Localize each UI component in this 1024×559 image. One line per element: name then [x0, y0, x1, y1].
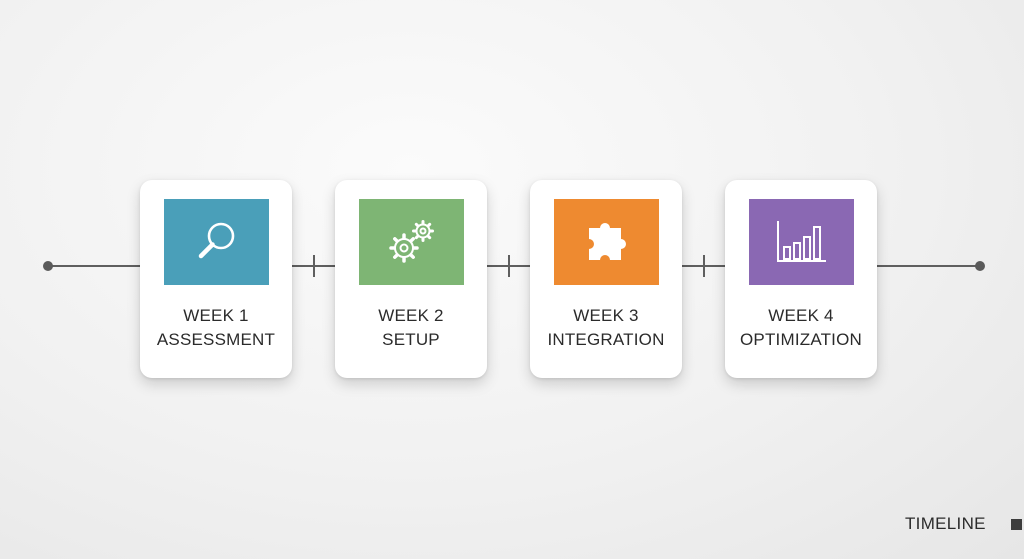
timeline-start-dot: [43, 261, 53, 271]
step-card-week-3: WEEK 3 INTEGRATION: [530, 180, 682, 378]
step-title: INTEGRATION: [547, 330, 665, 349]
corner-square: [1011, 519, 1022, 530]
icon-box: [164, 199, 269, 285]
timeline-tick: [508, 255, 510, 277]
gears-icon: [388, 220, 434, 263]
timeline-line-right: [877, 265, 981, 267]
timeline-label: TIMELINE: [905, 514, 986, 533]
icon-box: [749, 199, 854, 285]
magnifier-icon: [198, 222, 234, 259]
puzzle-piece-icon: [588, 223, 626, 260]
icon-box: [359, 199, 464, 285]
step-week-label: WEEK 2: [378, 306, 444, 325]
step-title: ASSESSMENT: [156, 330, 276, 349]
timeline-tick: [313, 255, 315, 277]
timeline-line-left: [48, 265, 140, 267]
step-week-label: WEEK 4: [768, 306, 834, 325]
bar-chart-icon: [776, 221, 826, 262]
step-card-week-1: WEEK 1 ASSESSMENT: [140, 180, 292, 378]
timeline-tick: [703, 255, 705, 277]
timeline-end-dot: [975, 261, 985, 271]
icon-box: [554, 199, 659, 285]
step-card-week-2: WEEK 2 SETUP: [335, 180, 487, 378]
step-week-label: WEEK 1: [183, 306, 249, 325]
step-title: OPTIMIZATION: [739, 330, 863, 349]
step-card-week-4: WEEK 4 OPTIMIZATION: [725, 180, 877, 378]
step-title: SETUP: [382, 330, 440, 349]
step-week-label: WEEK 3: [573, 306, 639, 325]
